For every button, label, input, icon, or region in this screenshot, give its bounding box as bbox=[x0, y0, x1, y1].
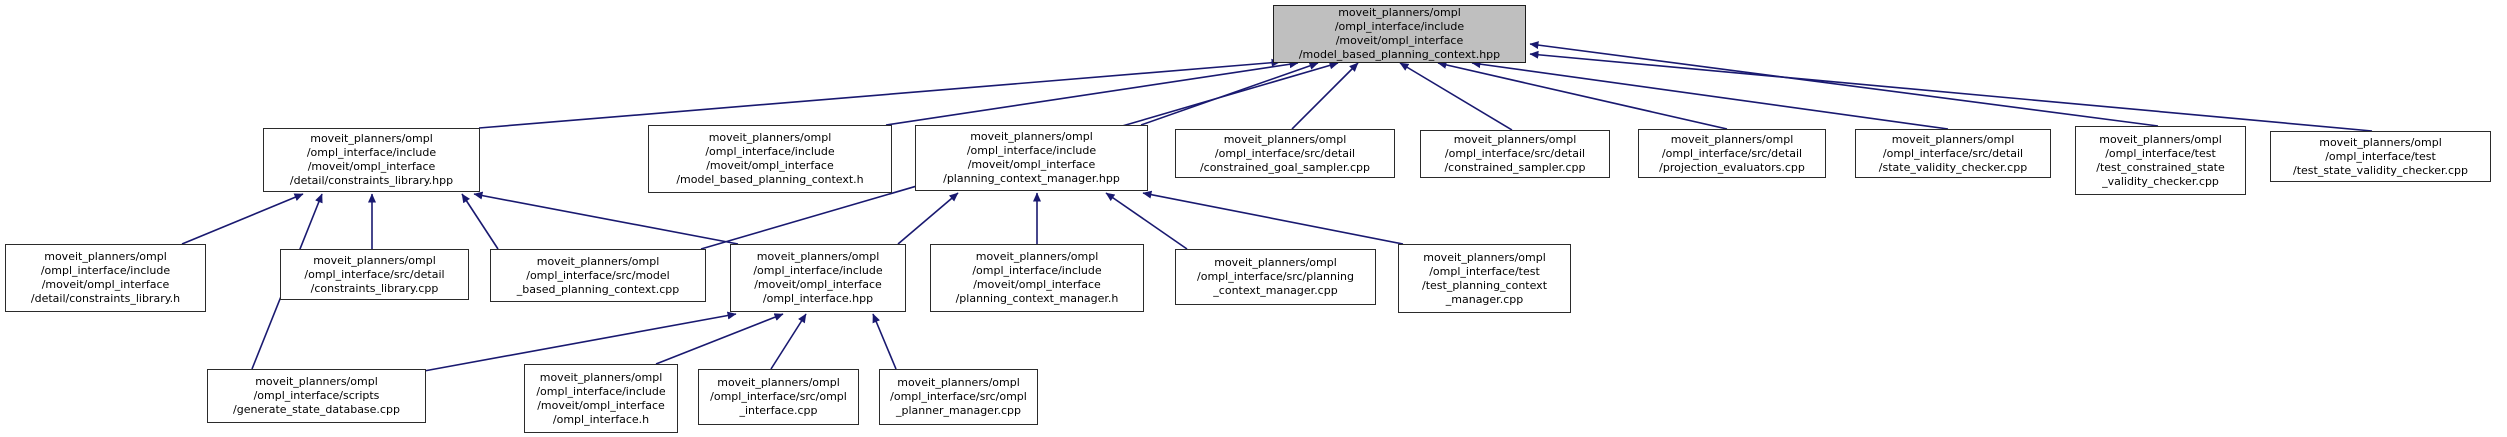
edge-m-to-c bbox=[897, 192, 959, 245]
edge-j-to-a bbox=[181, 193, 304, 245]
graph-node-constrained-sampler-cpp[interactable]: moveit_planners/ompl /ompl_interface/src… bbox=[1420, 130, 1610, 178]
graph-node-ompl-planner-manager-cpp[interactable]: moveit_planners/ompl /ompl_interface/src… bbox=[879, 369, 1038, 425]
graph-node-ompl-interface-hpp[interactable]: moveit_planners/ompl /ompl_interface/inc… bbox=[730, 244, 906, 312]
graph-node-test-state-validity-checker-cpp[interactable]: moveit_planners/ompl /ompl_interface/tes… bbox=[2270, 131, 2491, 182]
edge-t-to-m bbox=[770, 313, 807, 370]
graph-node-ompl-interface-cpp[interactable]: moveit_planners/ompl /ompl_interface/src… bbox=[698, 369, 859, 425]
edge-l-to-a bbox=[461, 193, 499, 250]
graph-node-ompl-interface-h[interactable]: moveit_planners/ompl /ompl_interface/inc… bbox=[524, 364, 678, 433]
graph-node-planning-context-manager-h[interactable]: moveit_planners/ompl /ompl_interface/inc… bbox=[930, 244, 1144, 312]
graph-node-generate-state-database-cpp[interactable]: moveit_planners/ompl /ompl_interface/scr… bbox=[207, 369, 426, 423]
graph-node-state-validity-checker-cpp[interactable]: moveit_planners/ompl /ompl_interface/src… bbox=[1855, 129, 2051, 178]
edge-o-to-c bbox=[1105, 192, 1188, 250]
graph-node-model-based-planning-context-cpp[interactable]: moveit_planners/ompl /ompl_interface/src… bbox=[490, 249, 706, 302]
graph-node-constraints-library-cpp[interactable]: moveit_planners/ompl /ompl_interface/src… bbox=[280, 249, 469, 300]
edge-p-to-c bbox=[1142, 190, 1404, 245]
graph-node-constraints-library-hpp[interactable]: moveit_planners/ompl /ompl_interface/inc… bbox=[263, 128, 480, 192]
graph-node-planning-context-manager-hpp[interactable]: moveit_planners/ompl /ompl_interface/inc… bbox=[915, 125, 1148, 191]
graph-node-planning-context-manager-cpp[interactable]: moveit_planners/ompl /ompl_interface/src… bbox=[1175, 249, 1376, 305]
edge-i-to-r bbox=[1529, 50, 2373, 132]
graph-node-model-based-planning-context-h[interactable]: moveit_planners/ompl /ompl_interface/inc… bbox=[648, 125, 892, 193]
edge-s-to-m bbox=[655, 313, 784, 365]
edge-d-to-r bbox=[1291, 62, 1359, 130]
graph-node-constraints-library-h[interactable]: moveit_planners/ompl /ompl_interface/inc… bbox=[5, 244, 206, 312]
edge-g-to-r bbox=[1471, 60, 1949, 130]
graph-node-test-planning-context-manager-cpp[interactable]: moveit_planners/ompl /ompl_interface/tes… bbox=[1398, 244, 1571, 313]
edge-a-to-r bbox=[478, 58, 1281, 129]
edge-f-to-r bbox=[1437, 60, 1728, 130]
graph-node-constrained-goal-sampler-cpp[interactable]: moveit_planners/ompl /ompl_interface/src… bbox=[1175, 129, 1395, 178]
edge-b-to-r bbox=[885, 60, 1299, 126]
edge-e-to-r bbox=[1399, 62, 1513, 131]
edge-m-to-a bbox=[473, 191, 739, 245]
graph-node-test-constrained-state-validity-checker-cpp[interactable]: moveit_planners/ompl /ompl_interface/tes… bbox=[2075, 126, 2246, 195]
edge-q-to-m bbox=[423, 311, 737, 372]
graph-node-projection-evaluators-cpp[interactable]: moveit_planners/ompl /ompl_interface/src… bbox=[1638, 129, 1826, 178]
graph-node-model-based-planning-context-hpp: moveit_planners/ompl /ompl_interface/inc… bbox=[1273, 5, 1526, 63]
edge-u-to-m bbox=[872, 313, 897, 370]
edge-h-to-r bbox=[1529, 41, 2159, 127]
